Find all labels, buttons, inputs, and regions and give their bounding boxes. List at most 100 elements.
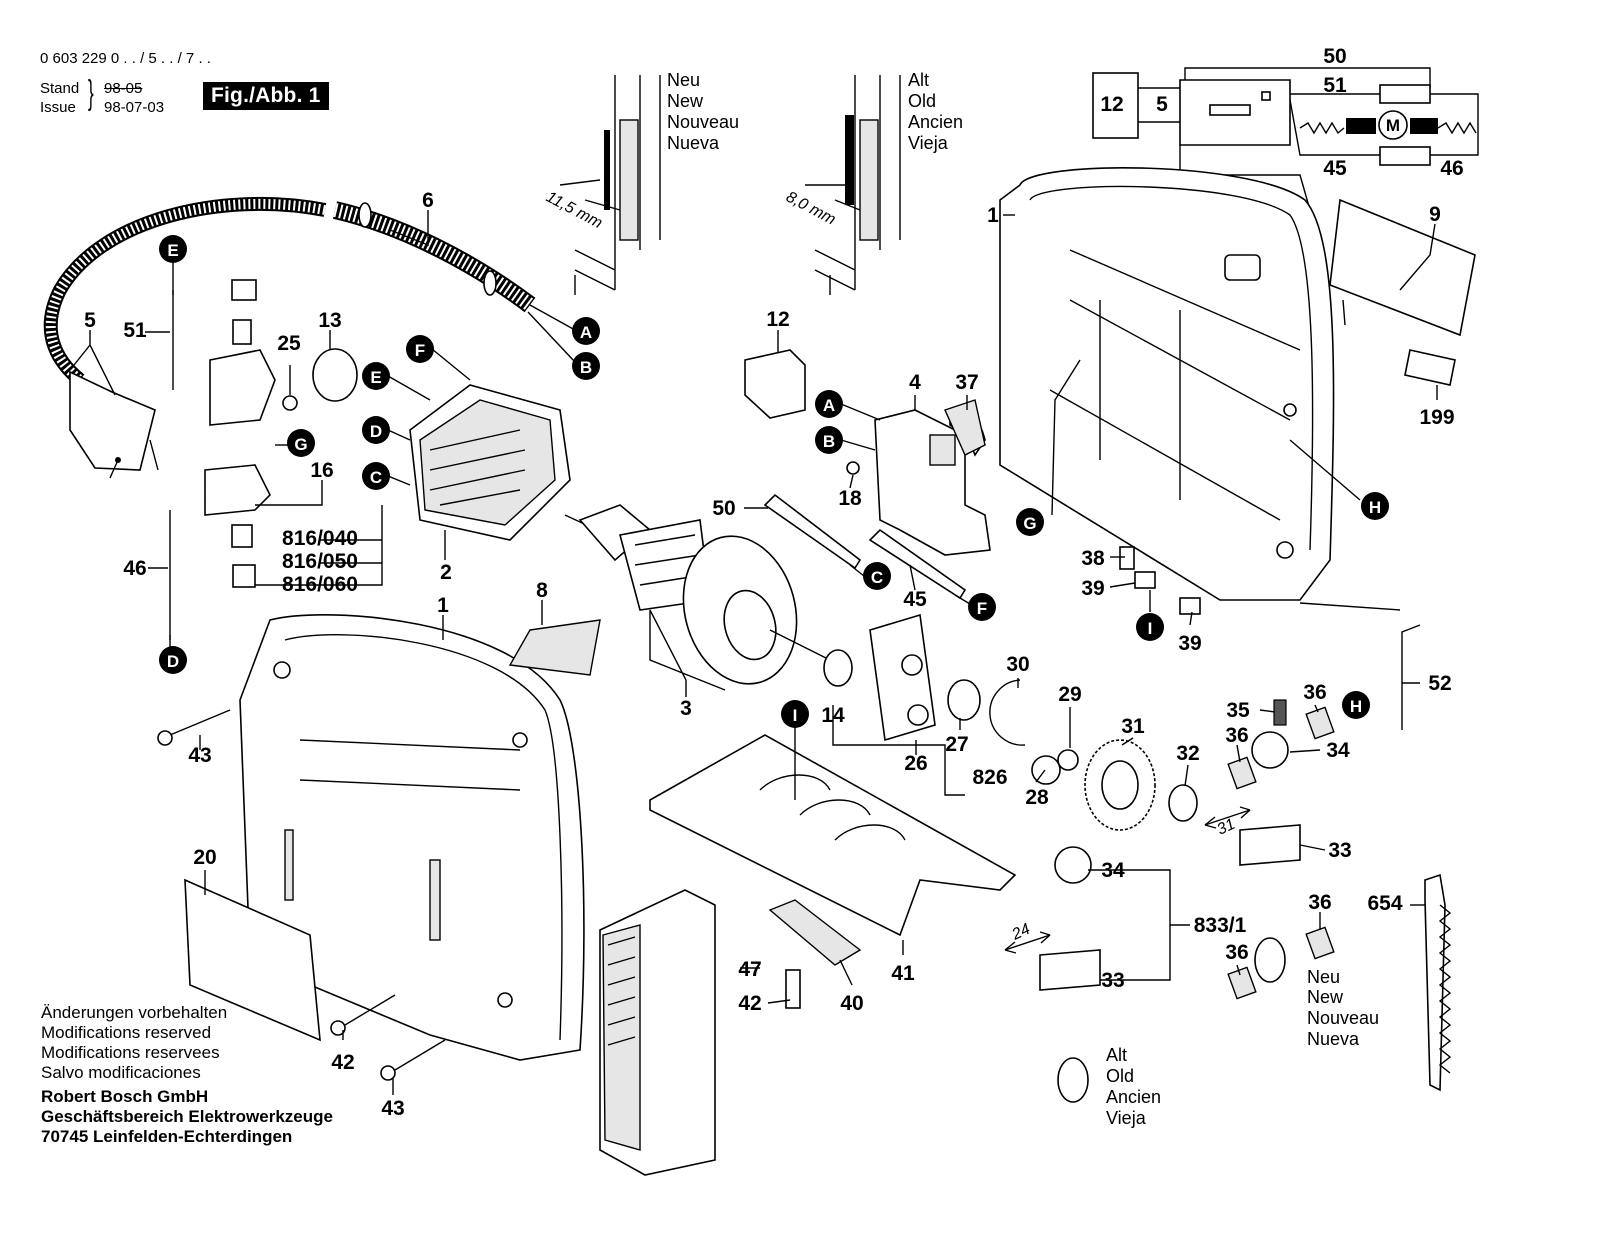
label-p20: 20 (193, 846, 216, 869)
part-12-clip (744, 349, 806, 419)
label-p9: 9 (1429, 203, 1441, 226)
connector-f-2: F (968, 593, 996, 621)
label-p39-b: 39 (1178, 632, 1201, 655)
label-p46: 46 (123, 557, 146, 580)
connector-d-2: D (159, 646, 187, 674)
connector-e-2: E (362, 362, 390, 390)
svg-text:D: D (167, 652, 179, 671)
company-address: 70745 Leinfelden-Echterdingen (41, 1127, 293, 1146)
screw-42-b (785, 969, 801, 1009)
label-p4: 4 (909, 371, 921, 394)
part-39-a (1134, 571, 1156, 589)
model-number: 0 603 229 0 . . / 5 . . / 7 . . (40, 50, 211, 67)
label-p46-wiring: 46 (1440, 157, 1463, 180)
label-p5: 5 (84, 309, 96, 332)
bearing-32 (1168, 784, 1198, 822)
issue-date: 98-07-03 (104, 99, 165, 116)
label-p51: 51 (123, 319, 147, 342)
dim-new-text: 11,5 mm (543, 189, 605, 233)
svg-text:H: H (1369, 498, 1381, 517)
label-p36-d: 36 (1225, 941, 1248, 964)
part-37 (944, 399, 986, 456)
old-label-en-2: Old (1106, 1066, 1134, 1086)
new-label-de-2: Neu (1307, 967, 1340, 987)
label-p12: 12 (766, 308, 789, 331)
label-p38: 38 (1081, 547, 1105, 570)
label-brush-3: 816/060 (282, 573, 358, 596)
label-p26: 26 (904, 752, 927, 775)
label-p13: 13 (318, 309, 341, 332)
label-p18: 18 (838, 487, 862, 510)
label-p50-wiring: 50 (1323, 45, 1346, 68)
plunger-old (1039, 846, 1101, 1130)
new-label-en-2: New (1307, 987, 1344, 1007)
screw-43-b (394, 1039, 446, 1071)
screw-42-a (344, 994, 396, 1026)
washer-29 (1057, 749, 1079, 771)
label-p43-b: 43 (381, 1097, 404, 1120)
connector-h-2: H (1342, 691, 1370, 719)
label-motor: M (1386, 116, 1400, 135)
label-p36-c: 36 (1308, 891, 1331, 914)
label-p50-a: 50 (712, 497, 735, 520)
washer-28 (1031, 755, 1061, 785)
label-p45-a: 45 (903, 588, 927, 611)
svg-text:A: A (823, 396, 835, 415)
label-p27: 27 (945, 733, 968, 756)
label-p826: 826 (972, 766, 1007, 789)
connector-a-1: A (572, 317, 600, 345)
figure-label: Fig./Abb. 1 (203, 82, 329, 110)
dim-24-text: 24 (1009, 921, 1033, 944)
svg-text:I: I (793, 706, 798, 725)
label-brush-1: 816/040 (282, 527, 358, 550)
svg-text:E: E (370, 368, 381, 387)
label-p33-a: 33 (1328, 839, 1351, 862)
dimension-markers (1004, 806, 1251, 954)
roller-36-a (1305, 706, 1335, 740)
bearing-27 (947, 679, 981, 721)
label-p33-b: 33 (1101, 969, 1124, 992)
label-p34-b: 34 (1101, 859, 1125, 882)
part-39-b (1179, 597, 1201, 615)
roller-36-c (1305, 926, 1335, 960)
svg-text:H: H (1350, 697, 1362, 716)
new-label-de: Neu (667, 70, 700, 90)
label-p12-wiring: 12 (1100, 93, 1123, 116)
detail-old (805, 75, 901, 295)
svg-text:A: A (580, 323, 592, 342)
svg-text:G: G (1023, 514, 1036, 533)
label-brush-2: 816/050 (282, 550, 358, 573)
label-p6: 6 (422, 189, 434, 212)
screw-43-a (169, 709, 231, 736)
svg-text:E: E (167, 241, 178, 260)
clamp-40 (768, 899, 862, 966)
old-label-fr-2: Ancien (1106, 1087, 1161, 1107)
cover-20 (184, 878, 321, 1042)
label-p833: 833/1 (1194, 914, 1247, 937)
saw-blade-654 (1424, 873, 1452, 1092)
label-199 (1404, 349, 1456, 386)
connector-h-1: H (1361, 492, 1389, 520)
label-p36-b: 36 (1225, 724, 1248, 747)
label-p3: 3 (680, 697, 692, 720)
svg-text:D: D (370, 422, 382, 441)
housing-left (239, 614, 585, 1061)
label-p29: 29 (1058, 683, 1081, 706)
connector-g-2: G (1016, 508, 1044, 536)
label-p654: 654 (1367, 892, 1402, 915)
label-p2: 2 (440, 561, 452, 584)
label-p42-b: 42 (738, 992, 761, 1015)
svg-text:F: F (415, 341, 425, 360)
brace: } (88, 74, 94, 112)
dim-old-text: 8,0 mm (783, 189, 838, 229)
new-label-fr-2: Nouveau (1307, 1008, 1379, 1028)
svg-text:B: B (580, 358, 592, 377)
note-de: Änderungen vorbehalten (41, 1003, 228, 1022)
label-p47: 47 (738, 958, 761, 981)
connector-c-1: C (362, 462, 390, 490)
hex-key-52 (1401, 624, 1421, 730)
label-p37: 37 (955, 371, 978, 394)
label-9 (1329, 198, 1476, 337)
label-p30: 30 (1006, 653, 1029, 676)
label-p8: 8 (536, 579, 548, 602)
